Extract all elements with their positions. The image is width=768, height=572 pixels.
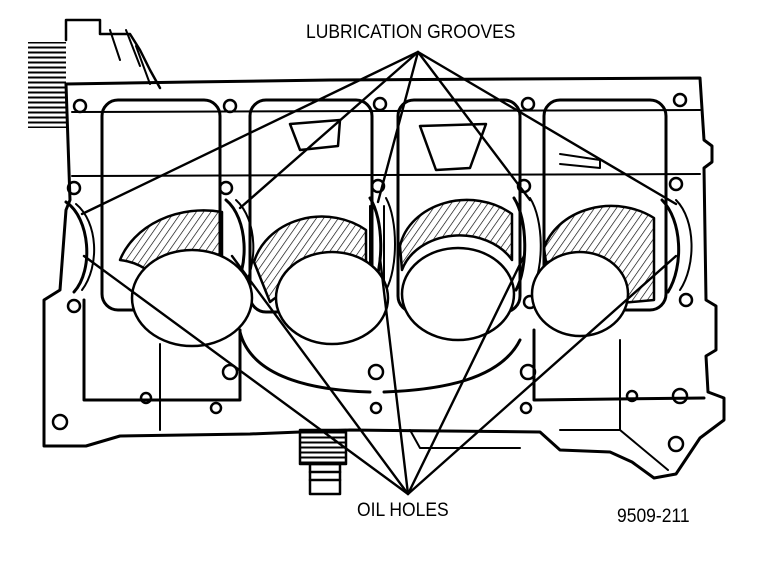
oil-holes-label: OIL HOLES [357, 500, 449, 521]
journal-1 [64, 200, 89, 294]
grooves-leaders [80, 50, 678, 216]
lower-skirt [82, 298, 706, 402]
block-outline [42, 76, 726, 480]
journal-5 [660, 198, 681, 294]
holes-leaders [82, 254, 678, 496]
bearing-bores [118, 198, 656, 348]
figure-number: 9509-211 [617, 506, 690, 527]
sensor-housing [64, 18, 162, 90]
leader-lines [80, 50, 678, 496]
connector-fins [28, 42, 66, 128]
lubrication-grooves-label: LUBRICATION GROOVES [306, 22, 516, 43]
journal-4 [512, 196, 527, 292]
oil-sensor [298, 428, 348, 496]
